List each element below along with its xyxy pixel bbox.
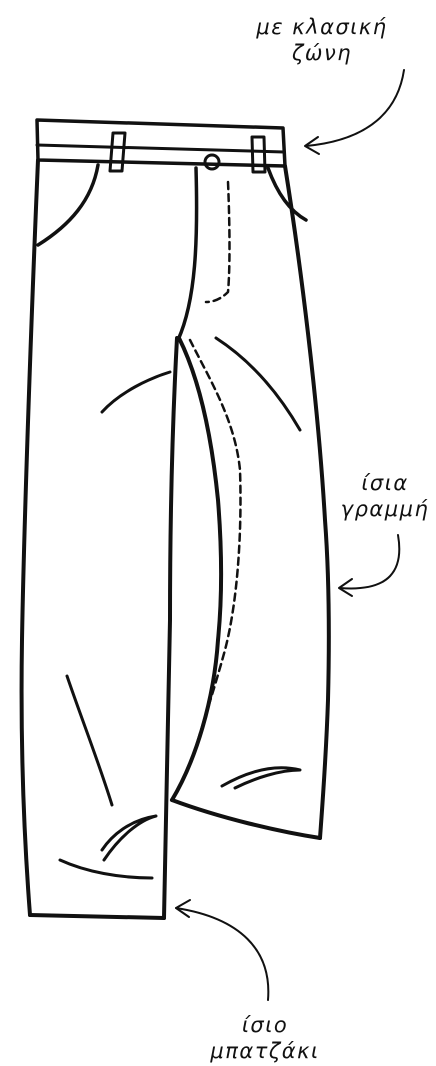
belt-label: με κλασική ζώνη bbox=[232, 14, 412, 66]
left-leg-outer-seam bbox=[22, 160, 38, 915]
fold-line bbox=[67, 676, 112, 805]
straight-line-label-line2: γραμμή bbox=[330, 496, 436, 522]
straight-hem-label-line2: μπατζάκι bbox=[200, 1038, 330, 1064]
left-pocket bbox=[38, 165, 98, 245]
straight-line-label: ίσια γραμμή bbox=[330, 470, 436, 522]
fly-stitch bbox=[206, 182, 230, 302]
crotch-curve bbox=[178, 168, 197, 340]
fold-line bbox=[102, 816, 156, 860]
waist-button bbox=[205, 155, 219, 169]
waistband-inner-line bbox=[37, 145, 284, 152]
left-leg-hem bbox=[30, 915, 164, 918]
inseam-stitch bbox=[190, 340, 240, 740]
straight-line-label-line1: ίσια bbox=[330, 470, 436, 496]
waistband bbox=[37, 120, 285, 166]
belt-loop-left bbox=[110, 133, 125, 171]
arrow-icon bbox=[339, 535, 399, 596]
fold-line bbox=[222, 768, 300, 788]
fold-line bbox=[216, 338, 300, 430]
belt-label-line2: ζώνη bbox=[232, 40, 412, 66]
fold-line bbox=[60, 860, 152, 878]
fold-line bbox=[102, 372, 170, 412]
right-leg-inner-seam bbox=[172, 338, 221, 800]
arrow-icon bbox=[305, 70, 404, 154]
arrow-icon bbox=[176, 900, 268, 1000]
right-leg-outer-seam bbox=[285, 166, 329, 838]
left-leg-inner-seam bbox=[164, 338, 177, 918]
straight-hem-label-line1: ίσιο bbox=[200, 1012, 330, 1038]
belt-label-line1: με κλασική bbox=[232, 14, 412, 40]
straight-hem-label: ίσιο μπατζάκι bbox=[200, 1012, 330, 1064]
right-leg-hem bbox=[172, 800, 320, 838]
